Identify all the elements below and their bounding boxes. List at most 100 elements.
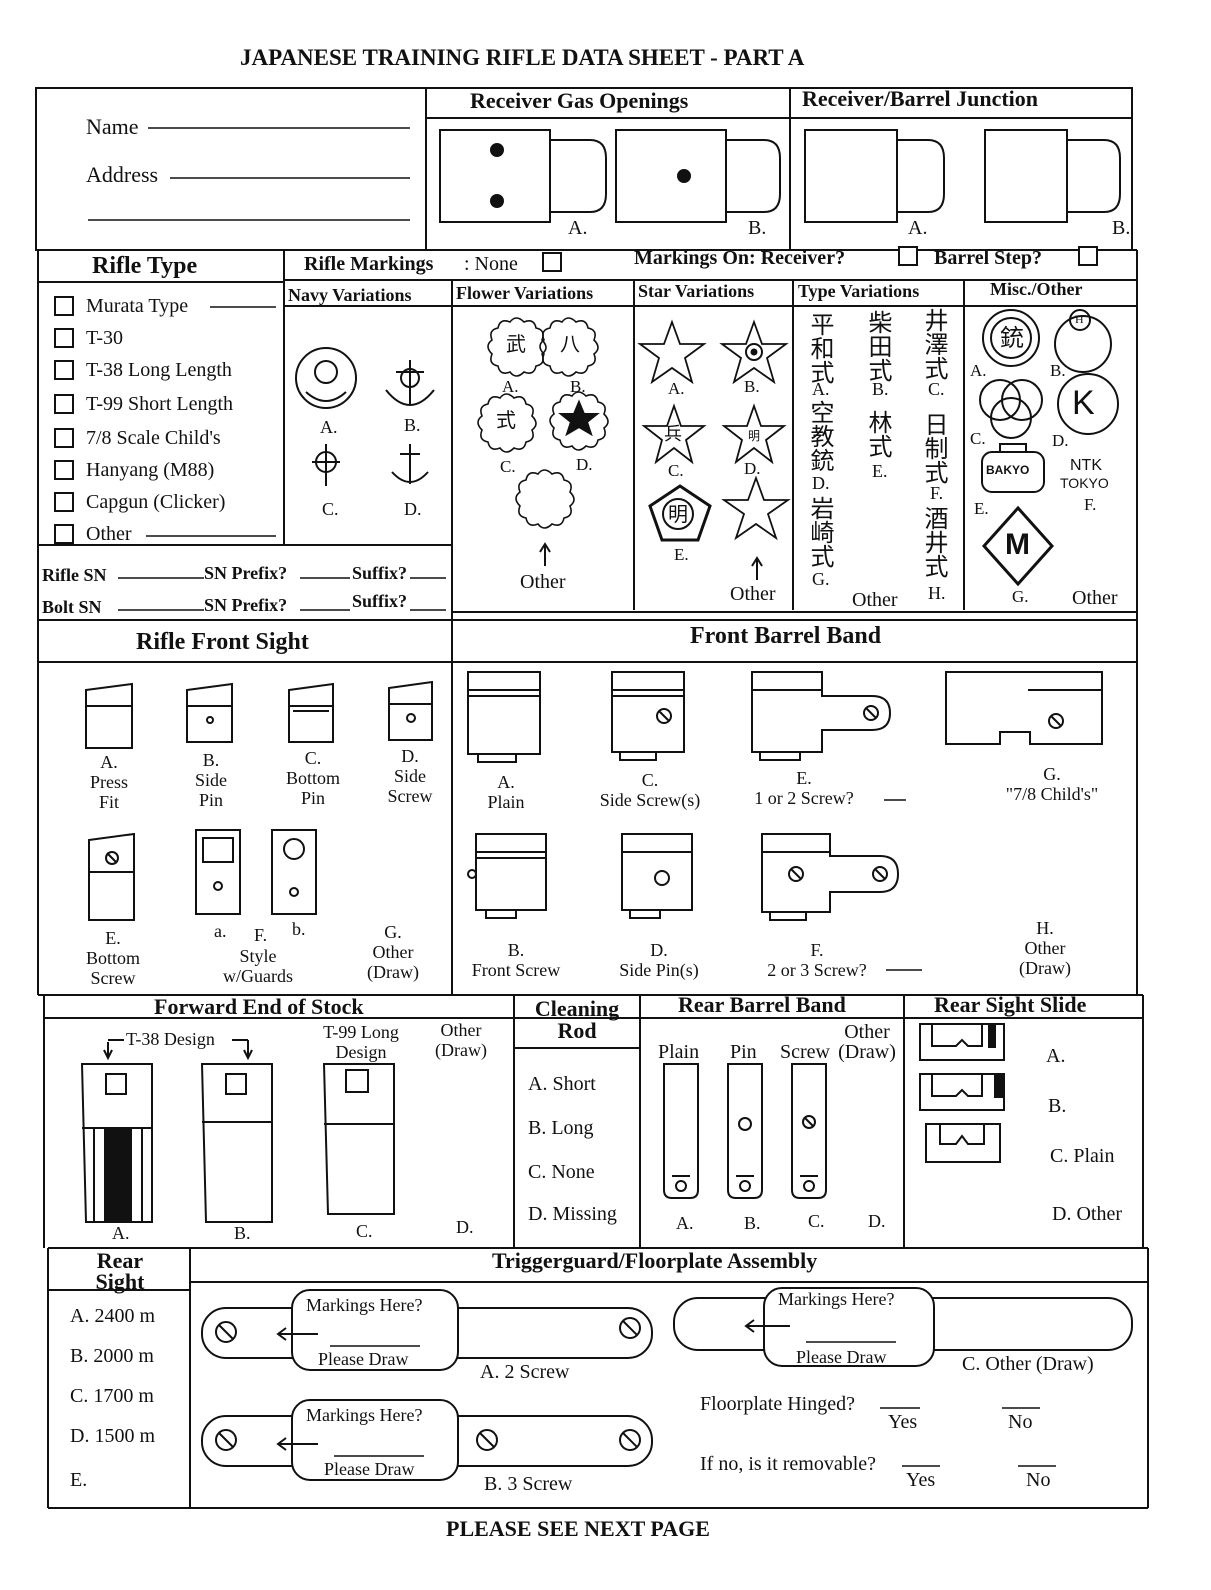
gas-opening-b-label: B. xyxy=(748,217,767,239)
trigger-c-label: C. Other (Draw) xyxy=(962,1353,1094,1375)
rear-sight-item-1[interactable]: B. 2000 m xyxy=(70,1345,154,1367)
rear-sight-item-2[interactable]: C. 1700 m xyxy=(70,1385,154,1407)
hinged-yes-option[interactable]: Yes xyxy=(888,1411,918,1433)
navy-d-label: D. xyxy=(404,499,422,519)
type-var-e-label: E. xyxy=(872,461,888,481)
stock-t99-line1: T-99 Long xyxy=(323,1022,399,1042)
front-band-c-name: Side Screw(s) xyxy=(599,790,701,810)
front-sight-f-letter: F. xyxy=(254,925,268,945)
rifle-type-checkbox-5[interactable] xyxy=(54,460,74,480)
front-sight-c-label: C. Bottom Pin xyxy=(276,748,350,808)
star-c-label: C. xyxy=(668,461,684,480)
removable-yes-option[interactable]: Yes xyxy=(906,1469,936,1491)
stock-title: Forward End of Stock xyxy=(154,994,364,1019)
misc-c-label: C. xyxy=(970,429,986,448)
front-band-d-label: D. Side Pin(s) xyxy=(604,940,714,980)
front-band-b-label: B. Front Screw xyxy=(458,940,574,980)
navy-variations-title: Navy Variations xyxy=(288,285,412,305)
front-sight-c-letter: C. xyxy=(304,748,322,768)
flower-b-glyph: 八 xyxy=(560,332,580,356)
rifle-type-checkbox-4[interactable] xyxy=(54,428,74,448)
front-band-c-label: C. Side Screw(s) xyxy=(590,770,710,810)
flower-d-label: D. xyxy=(576,455,593,474)
front-band-h-letter: H. xyxy=(1036,918,1054,938)
front-band-e-letter: E. xyxy=(796,768,812,788)
address-field-line-2[interactable] xyxy=(88,202,410,220)
rifle-type-checkbox-6[interactable] xyxy=(54,492,74,512)
front-band-e-label: E. 1 or 2 Screw? xyxy=(744,768,864,808)
markings-none-checkbox[interactable] xyxy=(542,252,562,272)
front-band-h-line1: Other xyxy=(1024,938,1066,958)
rifle-type-checkbox-1[interactable] xyxy=(54,328,74,348)
flower-a-glyph: 武 xyxy=(506,332,526,356)
front-band-a-letter: A. xyxy=(497,772,515,792)
misc-other-title: Misc./Other xyxy=(990,279,1083,299)
type-var-d-glyph: 空教銃 xyxy=(806,400,834,472)
rear-sight-item-3[interactable]: D. 1500 m xyxy=(70,1425,155,1447)
rear-slide-title: Rear Sight Slide xyxy=(934,992,1087,1017)
name-field[interactable] xyxy=(148,110,410,128)
markings-receiver-checkbox[interactable] xyxy=(898,246,918,266)
cleaning-rod-item-3[interactable]: D. Missing xyxy=(528,1203,617,1225)
type-var-e-glyph: 林式 xyxy=(864,410,892,458)
removable-no-option[interactable]: No xyxy=(1026,1469,1051,1491)
misc-d-label: D. xyxy=(1052,431,1069,450)
type-var-f-glyph: 日制式 xyxy=(920,412,948,484)
cleaning-rod-item-0[interactable]: A. Short xyxy=(528,1073,596,1095)
barrel-step-checkbox[interactable] xyxy=(1078,246,1098,266)
removable-label: If no, is it removable? xyxy=(700,1453,877,1475)
cleaning-rod-title: Cleaning Rod xyxy=(516,998,638,1042)
front-sight-e-line1: Bottom xyxy=(85,948,140,968)
floorplate-hinged-label: Floorplate Hinged? xyxy=(700,1393,855,1415)
stock-other-line2: (Draw) xyxy=(435,1040,487,1060)
rifle-type-checkbox-7[interactable] xyxy=(54,524,74,544)
trigger-a-markings-label: Markings Here? xyxy=(306,1295,423,1315)
front-band-a-name: Plain xyxy=(487,792,525,812)
front-sight-g-label: G. Other (Draw) xyxy=(358,922,428,982)
stock-t99-label: T-99 Long Design xyxy=(306,1022,416,1062)
trigger-c-please-draw: Please Draw xyxy=(796,1347,887,1367)
front-band-h-line2: (Draw) xyxy=(1019,958,1071,978)
cleaning-rod-item-2[interactable]: C. None xyxy=(528,1161,595,1183)
front-sight-g-letter: G. xyxy=(384,922,402,942)
front-band-g-letter: G. xyxy=(1043,764,1061,784)
front-sight-b-line2: Pin xyxy=(198,790,223,810)
rear-band-other-label: Other (Draw) xyxy=(834,1022,900,1062)
front-sight-d-line2: Screw xyxy=(387,786,433,806)
rifle-type-item-2: T-38 Long Length xyxy=(86,359,232,381)
front-band-f-letter: F. xyxy=(810,940,824,960)
rear-band-title: Rear Barrel Band xyxy=(678,992,846,1017)
markings-on-receiver-label: Markings On: Receiver? xyxy=(634,247,846,269)
rifle-type-checkbox-2[interactable] xyxy=(54,360,74,380)
rifle-type-item-5: Hanyang (M88) xyxy=(86,459,215,481)
stock-c-label: C. xyxy=(356,1221,373,1241)
cleaning-rod-item-1[interactable]: B. Long xyxy=(528,1117,594,1139)
gas-opening-a-label: A. xyxy=(568,217,588,239)
rear-band-plain-label: Plain xyxy=(658,1041,700,1063)
front-band-c-letter: C. xyxy=(641,770,659,790)
star-d-label: D. xyxy=(744,459,761,478)
address-field[interactable] xyxy=(170,160,410,178)
front-sight-d-label: D. Side Screw xyxy=(380,746,440,806)
trigger-title: Triggerguard/Floorplate Assembly xyxy=(492,1248,818,1273)
star-b-label: B. xyxy=(744,377,760,396)
misc-f-label: F. xyxy=(1084,495,1097,514)
front-sight-b-line1: Side xyxy=(194,770,227,790)
rear-sight-item-0[interactable]: A. 2400 m xyxy=(70,1305,155,1327)
star-e-label: E. xyxy=(674,545,689,564)
type-var-other-label: Other xyxy=(852,589,898,611)
front-band-e-name: 1 or 2 Screw? xyxy=(754,788,854,808)
front-sight-e-label: E. Bottom Screw xyxy=(78,928,148,988)
rear-band-d-label: D. xyxy=(868,1211,886,1231)
front-band-g-label: G. "7/8 Child's" xyxy=(982,764,1122,804)
rear-sight-item-4[interactable]: E. xyxy=(70,1469,88,1491)
misc-a-glyph: 銃 xyxy=(1000,324,1024,352)
rifle-type-item-3: T-99 Short Length xyxy=(86,393,234,415)
front-sight-fa-label: a. xyxy=(214,921,227,941)
navy-b-label: B. xyxy=(404,415,421,435)
rifle-type-checkbox-0[interactable] xyxy=(54,296,74,316)
hinged-no-option[interactable]: No xyxy=(1008,1411,1033,1433)
rifle-type-checkbox-3[interactable] xyxy=(54,394,74,414)
rifle-type-item-6: Capgun (Clicker) xyxy=(86,491,226,513)
